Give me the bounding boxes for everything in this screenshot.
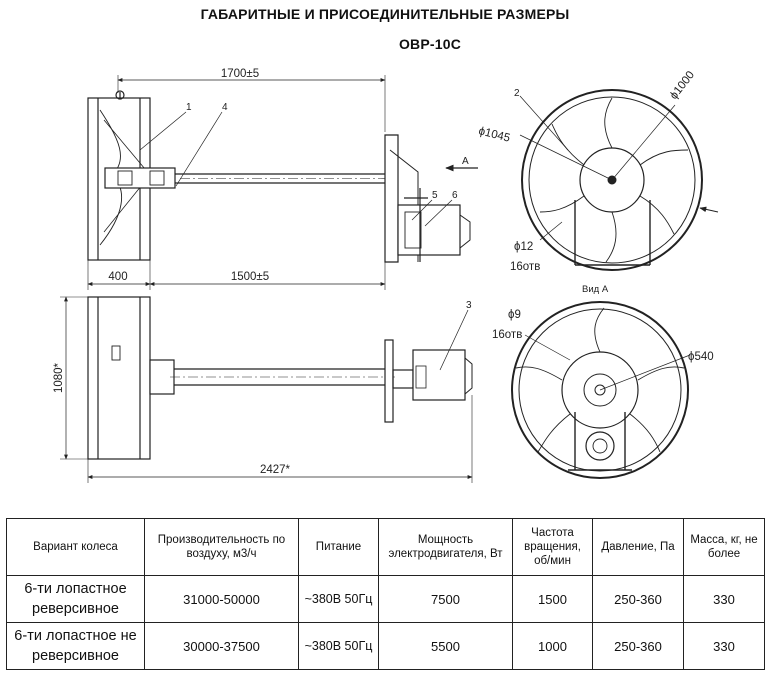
- cell-variant: 6-ти лопастное реверсивное: [6, 575, 145, 623]
- dim-height: 1080*: [53, 362, 65, 393]
- page-title: ГАБАРИТНЫЕ И ПРИСОЕДИНИТЕЛЬНЫЕ РАЗМЕРЫ: [200, 6, 570, 22]
- arrow-label: А: [462, 156, 469, 167]
- header-motor: Мощность электродвигателя, Вт: [378, 518, 513, 576]
- header-mass: Масса, кг, не более: [683, 518, 765, 576]
- dim-holes-count-b: 16отв: [492, 329, 522, 341]
- view-a-label: Вид А: [582, 284, 609, 295]
- dim-d-rim: ϕ540: [688, 351, 714, 363]
- dim-housing-length: 400: [108, 271, 127, 283]
- cell-motor: 7500: [378, 575, 513, 623]
- cell-power: ~380В 50Гц: [298, 575, 379, 623]
- front-circle-drawing: [519, 89, 719, 271]
- cell-pressure: 250-360: [592, 622, 684, 670]
- top-view-drawing: [60, 296, 473, 483]
- callout-4: 4: [222, 102, 228, 113]
- header-pressure: Давление, Па: [592, 518, 684, 576]
- dim-d-inner: ϕ1000: [668, 69, 697, 102]
- dim-d-hole-b: ϕ9: [508, 309, 521, 321]
- cell-capacity: 31000-50000: [144, 575, 299, 623]
- dim-d-hole: ϕ12: [514, 241, 533, 253]
- table-row: 6-ти лопастное реверсивное 31000-50000 ~…: [6, 575, 765, 623]
- callout-2: 2: [514, 88, 520, 99]
- cell-mass: 330: [683, 622, 765, 670]
- cell-capacity: 30000-37500: [144, 622, 299, 670]
- cell-speed: 1000: [512, 622, 593, 670]
- dim-overall-length: 2427*: [260, 464, 291, 476]
- cell-power: ~380В 50Гц: [298, 622, 379, 670]
- cell-variant: 6-ти лопастное не реверсивное: [6, 622, 145, 670]
- callout-6: 6: [452, 190, 458, 201]
- header-power: Питание: [298, 518, 379, 576]
- model-title: ОВР-10С: [398, 36, 462, 52]
- callout-3: 3: [466, 300, 472, 311]
- side-view-drawing: [87, 75, 478, 290]
- header-variant: Вариант колеса: [6, 518, 145, 576]
- callout-1: 1: [186, 102, 192, 113]
- table-header-row: Вариант колеса Производительность по воз…: [6, 518, 765, 576]
- header-capacity: Производительность по воздуху, м3/ч: [144, 518, 299, 576]
- dim-length-shaft: 1500±5: [231, 271, 269, 283]
- table-row: 6-ти лопастное не реверсивное 30000-3750…: [6, 622, 765, 670]
- dim-holes-count: 16отв: [510, 261, 540, 273]
- callout-5: 5: [432, 190, 438, 201]
- dim-length-total: 1700±5: [221, 68, 259, 80]
- technical-drawing: 1700±5 400 1500±5 1 4 5 6 А 1080* 2427* …: [53, 68, 719, 483]
- cell-speed: 1500: [512, 575, 593, 623]
- view-a-drawing: [511, 301, 691, 479]
- dim-d-outer: ϕ1045: [477, 125, 511, 144]
- cell-mass: 330: [683, 575, 765, 623]
- cell-motor: 5500: [378, 622, 513, 670]
- header-speed: Частота вращения, об/мин: [512, 518, 593, 576]
- cell-pressure: 250-360: [592, 575, 684, 623]
- spec-table: Вариант колеса Производительность по воз…: [6, 518, 765, 670]
